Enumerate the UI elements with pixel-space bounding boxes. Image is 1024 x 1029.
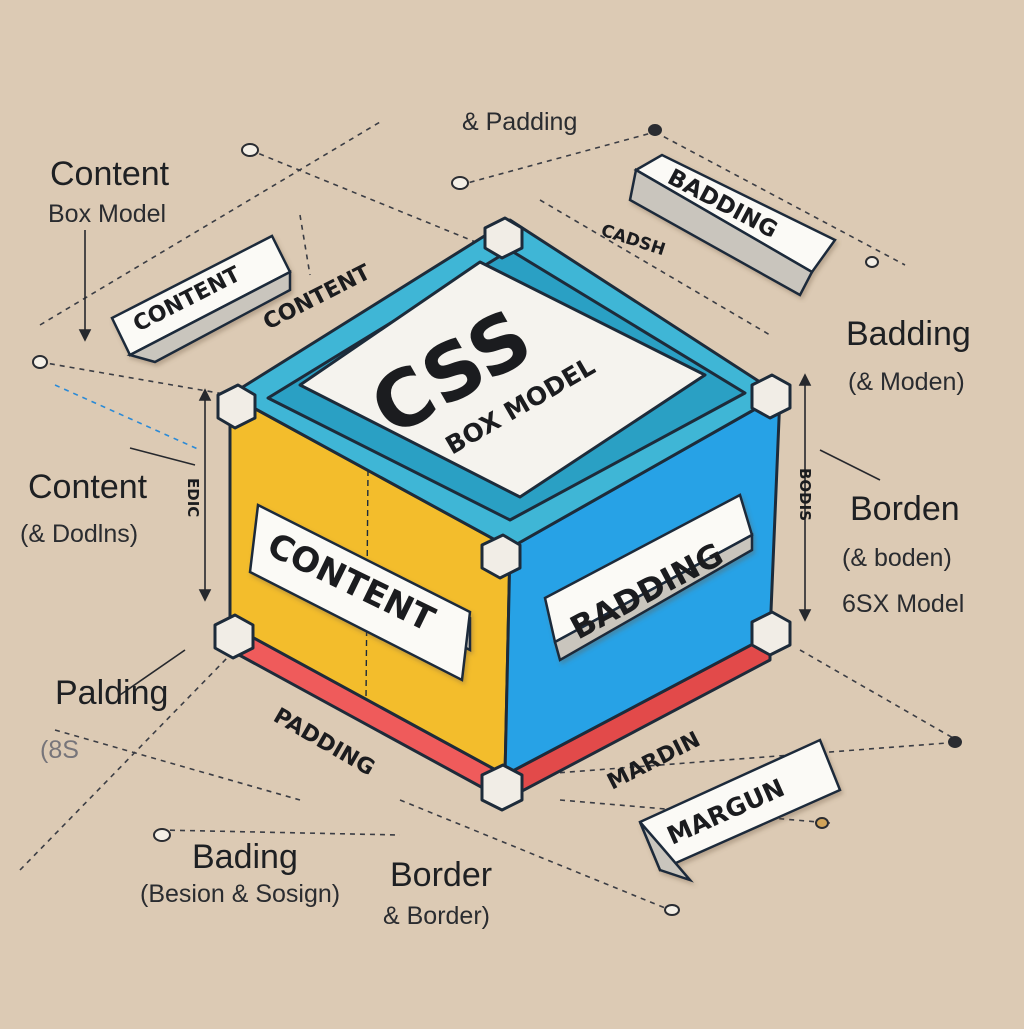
corner-caps [213, 216, 792, 812]
edge-text-cadsh: CADSH [598, 221, 667, 260]
arrow [119, 649, 186, 696]
arrow-head [78, 329, 92, 342]
pin-dot [865, 256, 879, 268]
guide-line [159, 829, 401, 836]
guide-line [54, 729, 301, 801]
pin-dot [664, 904, 680, 916]
corner-cap [483, 216, 524, 260]
block-side [126, 269, 292, 364]
label-bading-sub: (Besion & Sosign) [140, 880, 341, 908]
arrow [129, 447, 196, 466]
pin-dot [32, 355, 48, 369]
arrow-head [198, 589, 212, 602]
guide-line [459, 131, 656, 186]
edge-text-vertical-right: BODIS [796, 468, 814, 521]
guide-lines [19, 121, 961, 911]
label-content-2: Content [28, 468, 148, 506]
block-side [553, 532, 754, 662]
guide-line [654, 131, 906, 266]
label-palding-sub: (8S [40, 736, 79, 764]
arrow-head [198, 388, 212, 401]
pin-dot [451, 176, 469, 190]
arrow-head [798, 373, 812, 386]
label-bsx-model: 6SX Model [842, 590, 965, 618]
label-box-model: Box Model [48, 200, 167, 228]
guide-line [249, 149, 501, 253]
block-badding-top [628, 153, 837, 297]
pin-dot [948, 736, 962, 748]
guide-line [54, 384, 201, 451]
label-border-sub: & Border) [383, 902, 490, 930]
label-badding-right: Badding [846, 315, 971, 353]
label-border: Border [390, 856, 493, 894]
label-and-padding-top: & Padding [462, 108, 578, 136]
pins [32, 124, 962, 916]
label-bading: Bading [192, 838, 298, 876]
label-content-1: Content [50, 155, 170, 193]
guide-line [299, 214, 311, 276]
label-borden: Borden [850, 490, 960, 528]
corner-cap [750, 610, 792, 657]
pin-dot [648, 124, 662, 136]
label-borden-sub: (& boden) [842, 544, 952, 572]
corner-cap [750, 373, 792, 420]
guide-line [399, 799, 671, 911]
block-side [638, 821, 694, 883]
label-palding: Palding [55, 674, 169, 712]
edge-text-vertical-left: EDIC [184, 478, 202, 517]
block-content-front [248, 503, 472, 682]
arrow [819, 449, 881, 481]
arrow-head [798, 609, 812, 622]
guide-line [19, 654, 231, 871]
corner-cap [480, 763, 524, 812]
corner-cap [216, 383, 257, 430]
block-content-left [110, 234, 292, 364]
label-content-2-sub: (& Dodlns) [20, 520, 139, 548]
corner-cap [480, 533, 522, 580]
pin-dot [241, 143, 259, 157]
block-face [248, 503, 472, 682]
guide-line [529, 741, 961, 776]
pin-dot [153, 828, 171, 842]
corner-cap [213, 613, 255, 660]
label-badding-right-sub: (& Moden) [848, 368, 965, 396]
arrows [78, 230, 881, 696]
cube-top-panel [298, 260, 707, 499]
pin-dot [815, 817, 829, 829]
guide-line [39, 361, 231, 396]
block-side [628, 168, 814, 297]
block-margin-bottom [638, 738, 842, 883]
guide-line [799, 649, 961, 743]
block-badding-front [543, 493, 754, 662]
guide-line [539, 199, 771, 336]
